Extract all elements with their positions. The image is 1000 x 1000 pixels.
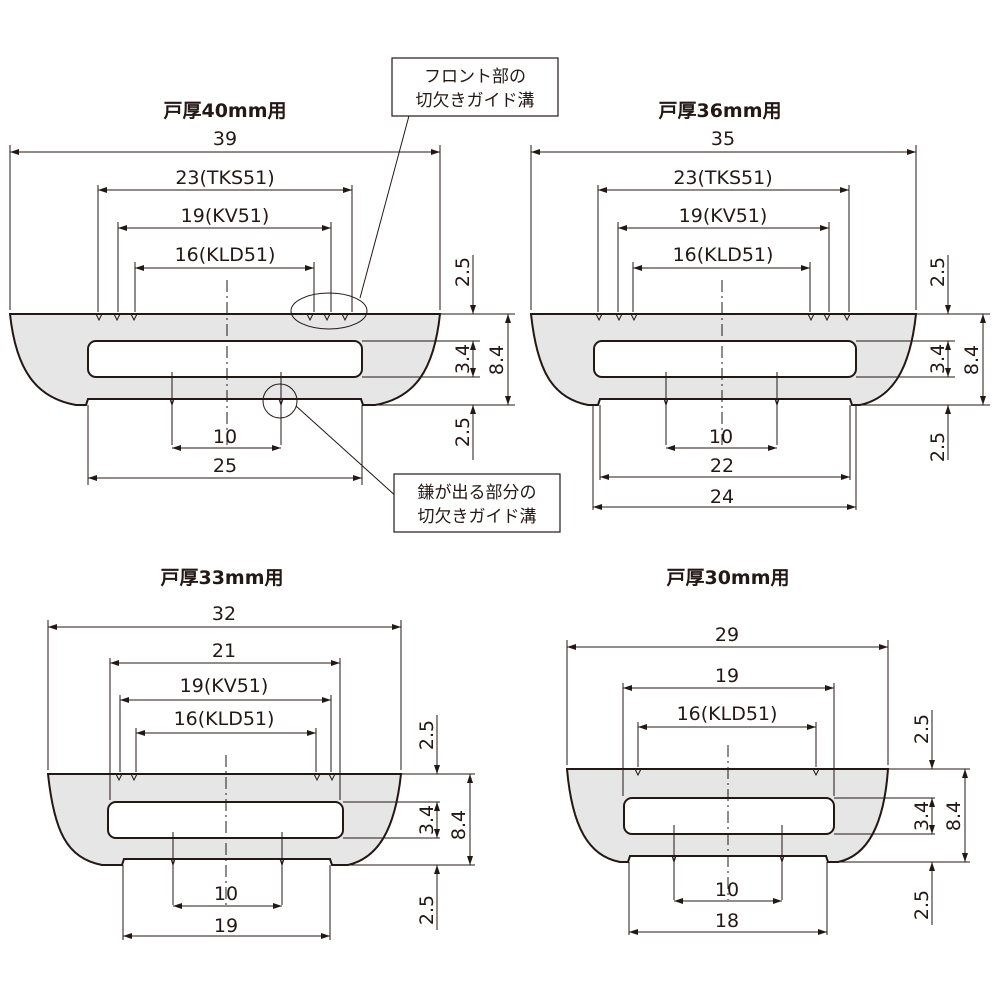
front-notch-highlight <box>290 292 368 330</box>
dim-bottom: 22 <box>710 455 734 477</box>
dim-bottom-height: 2.5 <box>927 432 949 462</box>
diagram-30mm: 戸厚30mm用 <box>565 567 970 935</box>
dim-kld: 16(KLD51) <box>174 708 275 730</box>
diagram-title: 戸厚30mm用 <box>666 567 789 589</box>
dim-bottom-height: 2.5 <box>452 417 474 447</box>
plate-slot <box>87 340 363 378</box>
dim-slot-height: 3.4 <box>927 344 949 374</box>
dim-bottom: 19 <box>214 915 238 937</box>
dim-bottom: 18 <box>715 910 739 932</box>
dim-overall: 29 <box>715 624 739 646</box>
dim-top-height: 2.5 <box>452 257 474 287</box>
dim-center: 10 <box>715 879 739 901</box>
diagram-title: 戸厚36mm用 <box>658 100 781 122</box>
dim-total-height: 8.4 <box>448 810 470 840</box>
dim-top-height: 2.5 <box>911 714 933 744</box>
dimension-lines <box>567 646 966 933</box>
dim-bottom: 25 <box>213 455 237 477</box>
diagram-40mm: 戸厚40mm用 <box>8 57 561 533</box>
dim-kld: 16(KLD51) <box>673 244 774 266</box>
dim-bottom-height: 2.5 <box>416 895 438 925</box>
arrowheads <box>567 644 968 935</box>
arrowheads <box>10 149 511 481</box>
arrowheads <box>531 149 986 510</box>
bolt-callout-box <box>393 473 561 533</box>
dim-kld: 16(KLD51) <box>677 703 778 725</box>
diagram-title: 戸厚33mm用 <box>160 567 283 589</box>
dim-slot-height: 3.4 <box>911 801 933 831</box>
front-callout-line2: 切欠きガイド溝 <box>416 91 535 111</box>
dim-bottom-outer: 24 <box>710 486 734 508</box>
diagram-36mm: 戸厚36mm用 <box>529 100 990 510</box>
dim-overall: 39 <box>213 128 237 150</box>
diagram-title: 戸厚40mm用 <box>163 100 286 122</box>
bolt-notch-highlight <box>262 383 298 419</box>
extension-lines <box>530 145 990 510</box>
dim-top-height: 2.5 <box>416 720 438 750</box>
front-callout-line1: フロント部の <box>424 67 526 87</box>
plate-slot <box>623 797 835 835</box>
front-notches <box>634 768 820 777</box>
plate-slot <box>593 340 857 378</box>
diagram-33mm: 戸厚33mm用 <box>46 567 475 940</box>
front-notches <box>595 313 851 322</box>
front-callout-box <box>391 57 559 117</box>
front-notches <box>95 313 349 322</box>
dim-slot-height: 3.4 <box>416 805 438 835</box>
arrowheads <box>48 624 473 939</box>
front-callout-leader <box>359 111 411 299</box>
dim-total-height: 8.4 <box>943 801 965 831</box>
dim-center: 10 <box>214 883 238 905</box>
dim-total-height: 8.4 <box>961 345 983 375</box>
dim-kv: 19 <box>715 665 739 687</box>
dim-center: 10 <box>213 426 237 448</box>
dim-total-height: 8.4 <box>486 345 508 375</box>
bolt-callout-line1: 鎌が出る部分の <box>418 483 537 503</box>
dim-tks: 23(TKS51) <box>175 167 274 189</box>
dim-kld: 16(KLD51) <box>175 244 276 266</box>
dim-tks: 21 <box>212 640 236 662</box>
dim-kv: 19(KV51) <box>180 675 269 697</box>
dim-bottom-height: 2.5 <box>911 890 933 920</box>
bolt-callout-line2: 切欠きガイド溝 <box>418 507 537 527</box>
dim-center: 10 <box>709 426 733 448</box>
front-notches <box>115 773 336 782</box>
dim-top-height: 2.5 <box>927 257 949 287</box>
dim-overall: 32 <box>212 603 236 625</box>
dimension-lines <box>10 151 509 479</box>
dim-slot-height: 3.4 <box>452 344 474 374</box>
dimension-lines <box>531 151 984 508</box>
extension-lines <box>566 640 970 935</box>
dim-kv: 19(KV51) <box>181 205 270 227</box>
dim-tks: 23(TKS51) <box>673 167 772 189</box>
dim-kv: 19(KV51) <box>679 205 768 227</box>
bolt-callout-leader <box>295 405 399 499</box>
dim-overall: 35 <box>711 128 735 150</box>
extension-lines <box>47 620 475 940</box>
extension-lines <box>9 145 515 485</box>
